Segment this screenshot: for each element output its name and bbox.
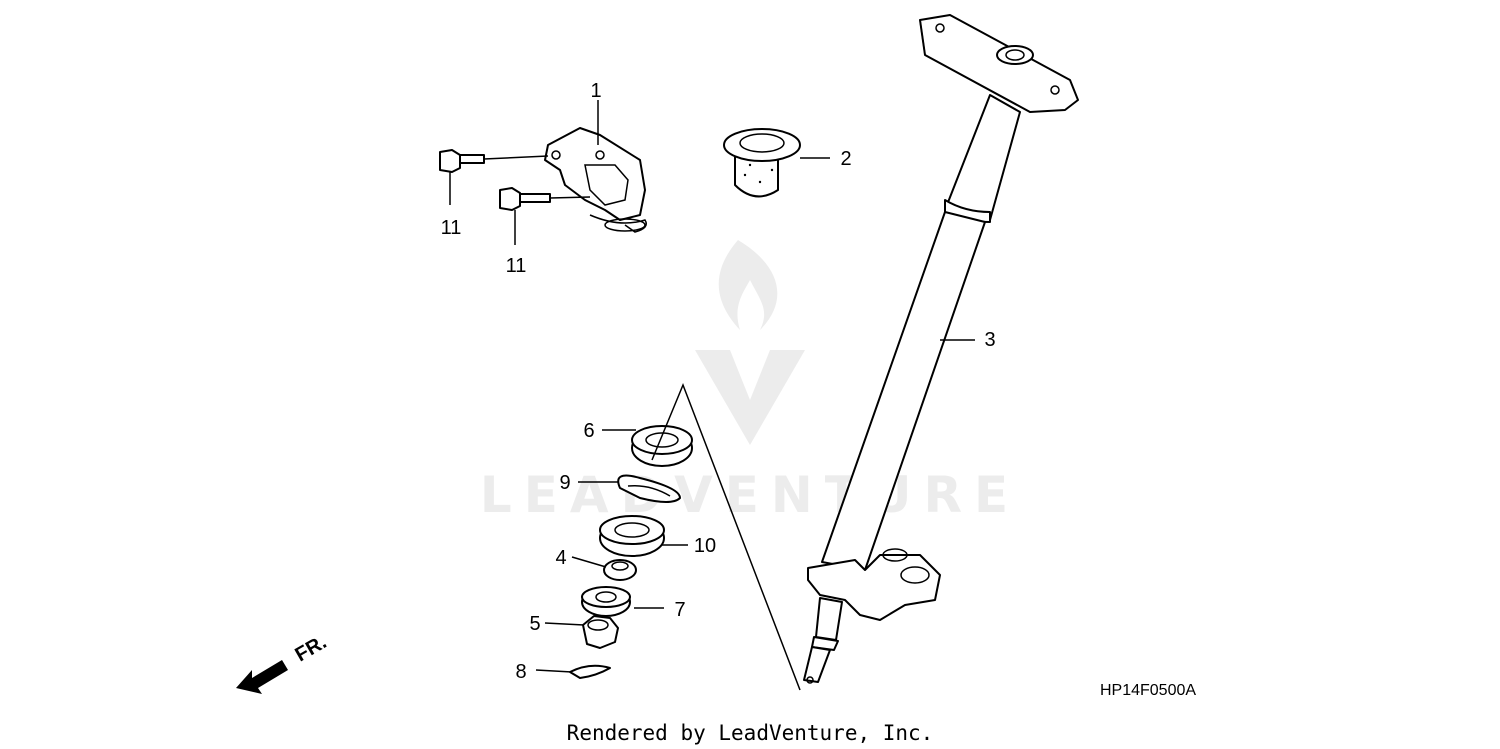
rubber-bushing [723,128,801,198]
explosion-guide [651,382,801,691]
bolt-upper [439,149,549,173]
callout-2: 2 [840,148,851,170]
bolt-lower [499,187,591,211]
diagram-code: HP14F0500A [1100,682,1196,699]
callout-11-upper: 11 [441,217,462,239]
watermark-v-icon [695,350,805,445]
steering-shaft [803,14,1079,684]
leadventure-watermark: LEADVENTURE [480,240,1020,524]
callout-5: 5 [529,613,540,635]
washer [581,586,631,617]
callout-1: 1 [590,80,601,102]
callout-7: 7 [674,599,685,621]
callout-3: 3 [984,329,995,351]
callout-4: 4 [555,547,566,569]
castle-nut [582,615,619,649]
watermark-wordmark: LEADVENTURE [480,466,1020,524]
snap-ring [617,474,681,503]
front-arrow-label: FR. [292,631,331,666]
callout-11-lower: 11 [506,255,527,277]
callout-8: 8 [515,661,526,683]
bracket [544,127,647,233]
callout-6: 6 [583,420,594,442]
bearing-upper [631,425,693,467]
footer-credit: Rendered by LeadVenture, Inc. [567,721,934,745]
front-direction-arrow: FR. [236,631,330,694]
bearing-lower [599,515,665,557]
front-arrow-icon [236,660,288,694]
leader-lines [449,100,975,673]
collar [603,559,637,581]
watermark-flame-icon [718,240,778,330]
callout-10: 10 [694,535,716,557]
callout-9: 9 [559,472,570,494]
cotter-pin [569,664,611,679]
